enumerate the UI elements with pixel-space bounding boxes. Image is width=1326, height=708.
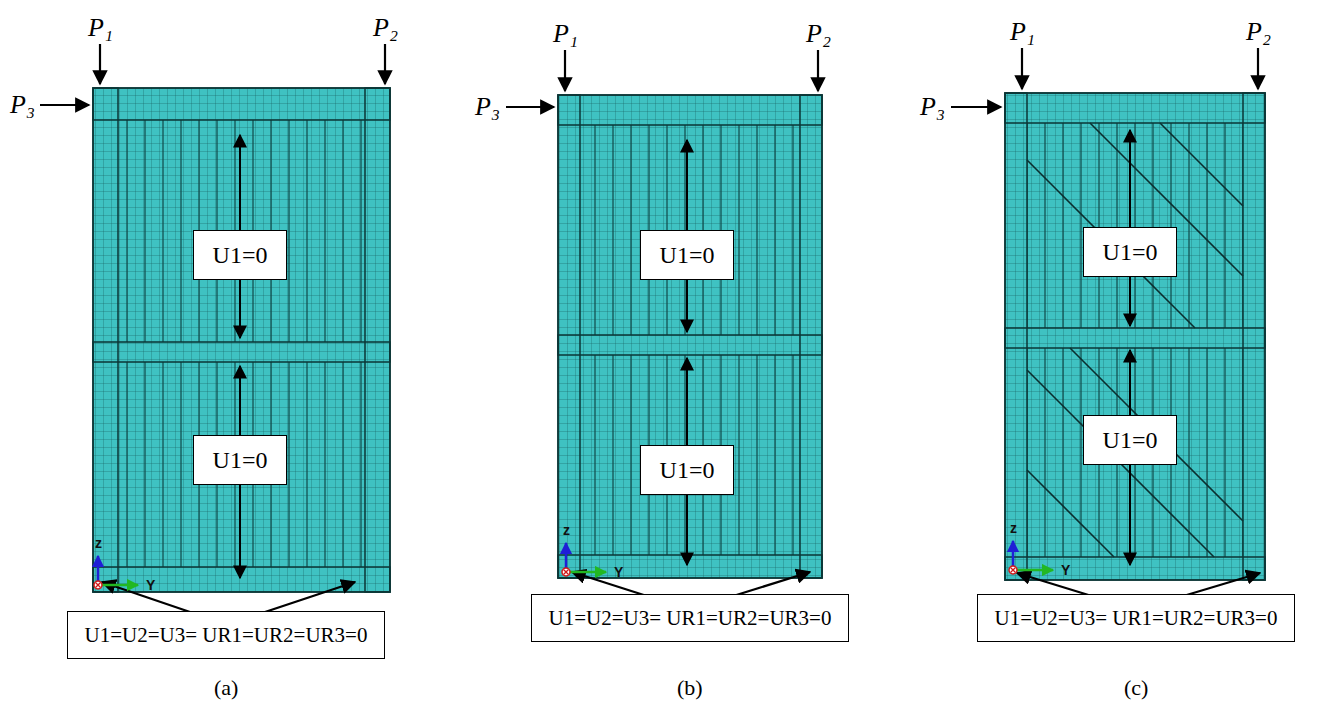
axis-label: Y	[614, 565, 623, 579]
constraint-text: U1=U2=U3= UR1=UR2=UR3=0	[549, 606, 832, 631]
constraint-box: U1=0	[193, 230, 287, 280]
axis-triad	[1009, 541, 1053, 574]
load-label: P₃	[10, 92, 35, 118]
corrugation	[118, 362, 365, 567]
mesh	[93, 88, 390, 592]
support-box: U1=U2=U3= UR1=UR2=UR3=0	[977, 594, 1295, 642]
support-box: U1=U2=U3= UR1=UR2=UR3=0	[531, 594, 849, 642]
constraint-text: U1=0	[660, 457, 715, 484]
corrugation	[580, 125, 800, 335]
axis-label: Y	[146, 578, 155, 592]
constraint-text: U1=0	[213, 447, 268, 474]
axis-label: z	[95, 536, 102, 550]
load-label: P₂	[373, 15, 398, 41]
constraint-text: U1=0	[213, 242, 268, 269]
load-arrows	[40, 44, 1258, 107]
wall-mesh-a	[93, 88, 390, 592]
load-label: P₃	[475, 94, 500, 120]
axis-label: z	[1010, 521, 1017, 535]
constraint-text: U1=U2=U3= UR1=UR2=UR3=0	[85, 623, 368, 648]
load-label: P₁	[88, 15, 113, 41]
constraint-arrows	[240, 130, 1130, 578]
load-label: P₁	[1010, 19, 1035, 45]
frame-beams	[1005, 93, 1265, 580]
corrugation	[580, 355, 800, 555]
load-label: P₂	[806, 21, 831, 47]
constraint-text: U1=U2=U3= UR1=UR2=UR3=0	[995, 606, 1278, 631]
constraint-box: U1=0	[1083, 227, 1177, 277]
corrugation	[118, 120, 365, 342]
constraint-box: U1=0	[193, 435, 287, 485]
constraint-box: U1=0	[640, 445, 734, 495]
constraint-text: U1=0	[1103, 427, 1158, 454]
axis-label: Y	[1061, 563, 1070, 577]
load-label: P₁	[553, 21, 578, 47]
panel-label: (b)	[677, 677, 703, 699]
frame-beams	[558, 95, 822, 578]
panel-label: (a)	[214, 677, 238, 699]
wall-mesh-c	[1005, 93, 1265, 580]
panel-label: (c)	[1124, 677, 1148, 699]
constraint-text: U1=0	[1103, 239, 1158, 266]
mesh	[1005, 93, 1265, 580]
support-box: U1=U2=U3= UR1=UR2=UR3=0	[67, 611, 385, 659]
constraint-text: U1=0	[660, 242, 715, 269]
frame-beams	[93, 88, 390, 592]
corrugation	[1027, 123, 1243, 328]
axis-label: z	[563, 523, 570, 537]
corrugation	[1027, 348, 1243, 557]
wall-mesh-b	[558, 95, 822, 578]
constraint-box: U1=0	[1083, 415, 1177, 465]
load-label: P₂	[1246, 19, 1271, 45]
axis-triad	[94, 556, 138, 589]
load-label: P₃	[920, 94, 945, 120]
constraint-box: U1=0	[640, 230, 734, 280]
axis-triad	[562, 543, 606, 576]
mesh	[558, 95, 822, 578]
diagonal-braces	[1027, 123, 1243, 557]
